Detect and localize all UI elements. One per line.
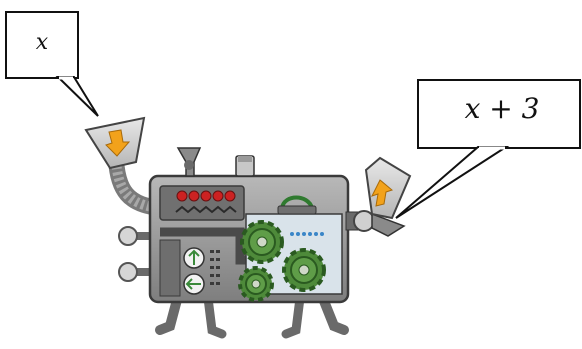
top-chimney xyxy=(235,155,255,177)
gear-icon xyxy=(240,220,284,264)
input-hopper xyxy=(84,116,146,170)
output-callout xyxy=(395,79,581,219)
gear-icon xyxy=(282,248,326,292)
input-label: x xyxy=(35,30,49,55)
up-arrow-button-icon xyxy=(183,247,205,269)
top-funnel xyxy=(176,147,202,177)
output-hopper-up-arrow-icon xyxy=(371,179,394,207)
indicator-lights xyxy=(176,190,236,202)
left-side-knobs xyxy=(118,226,156,282)
gear-icon xyxy=(238,266,274,302)
machine-legs xyxy=(155,291,349,339)
carry-handle xyxy=(277,195,317,215)
left-arrow-button-icon xyxy=(183,273,205,295)
readout-dots xyxy=(290,232,324,236)
output-label: x + 3 xyxy=(464,92,540,125)
dial-buttons xyxy=(183,247,220,295)
input-callout xyxy=(5,11,99,117)
output-hopper xyxy=(364,156,412,220)
input-hopper-down-arrow-icon xyxy=(105,129,131,157)
output-pipe xyxy=(345,210,406,237)
